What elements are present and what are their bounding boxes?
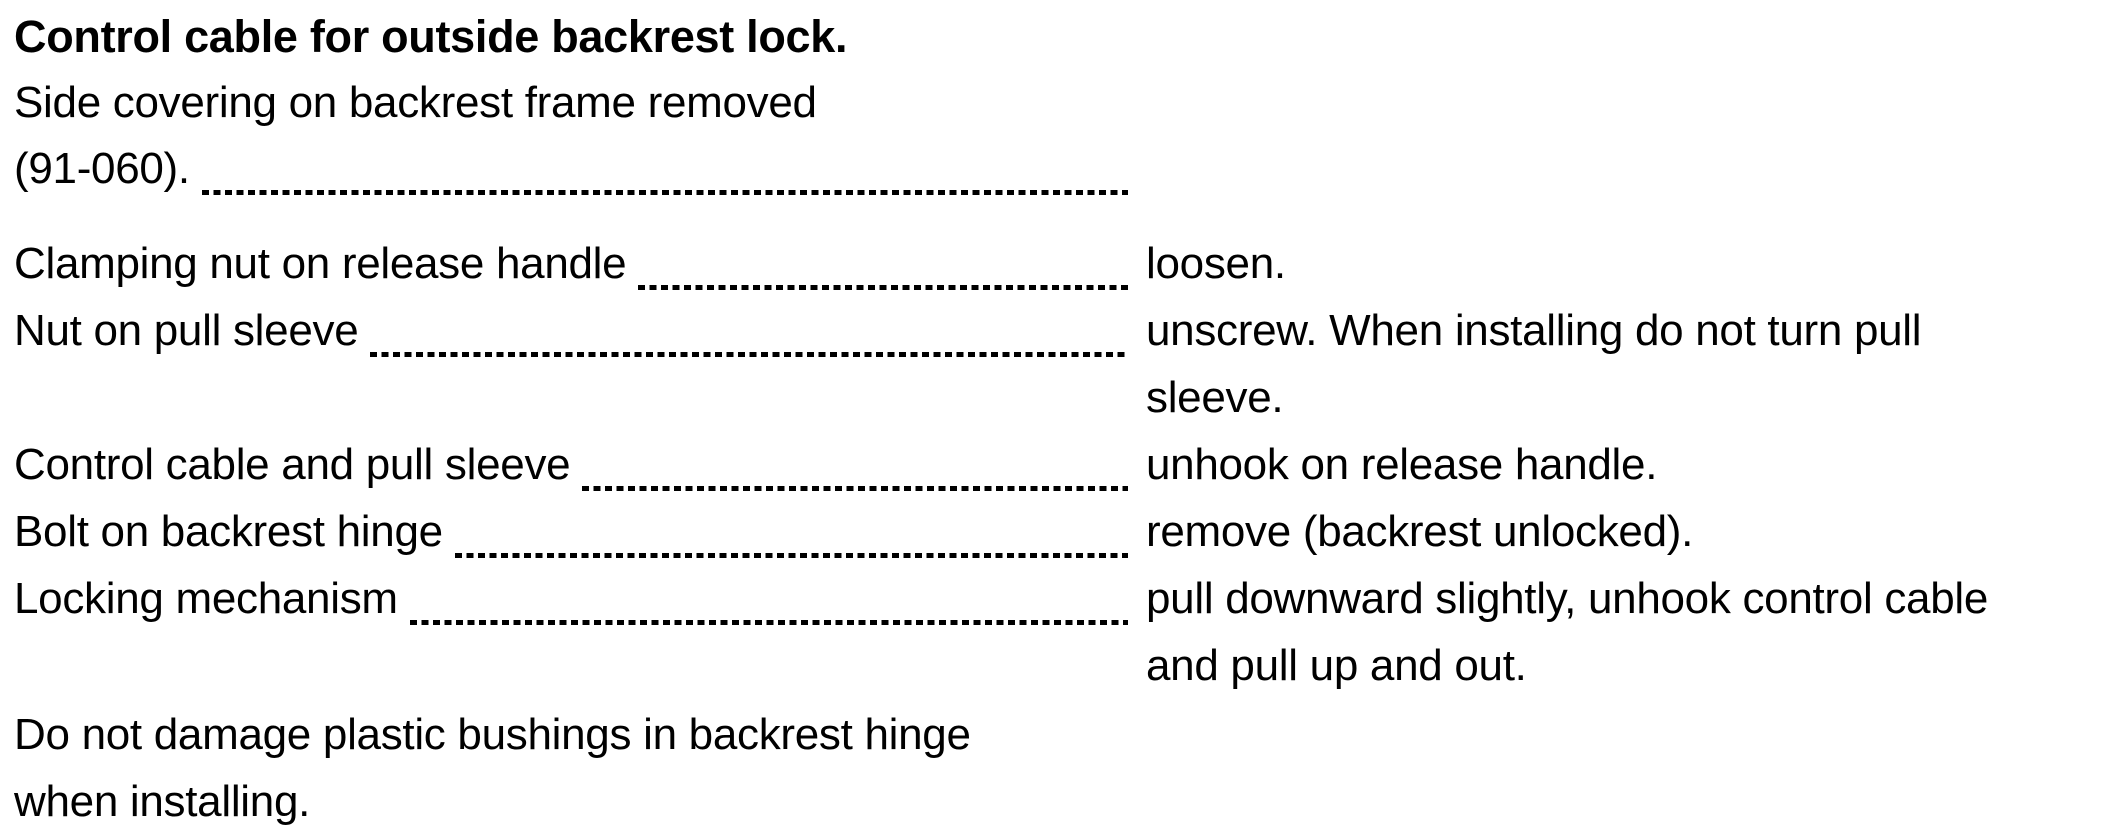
procedure-item-cell: Control cable and pull sleeve (14, 431, 1128, 498)
dot-leader (638, 285, 1128, 290)
procedure-row: Nut on pull sleeve unscrew. When install… (14, 297, 2124, 431)
subtitle-line-1: Side covering on backrest frame removed (14, 78, 817, 127)
procedure-action-text: unscrew. When installing do not turn pul… (1146, 306, 1922, 422)
procedure-item-label: Bolt on backrest hinge (14, 507, 443, 556)
subtitle-line-2: (91-060). (14, 144, 190, 193)
procedure-action-text: remove (backrest unlocked). (1146, 507, 1694, 556)
dot-leader (370, 352, 1128, 357)
page-title: Control cable for outside backrest lock. (14, 11, 848, 62)
procedure-action-text: unhook on release handle. (1146, 440, 1658, 489)
installation-note: Do not damage plastic bushings in backre… (14, 710, 971, 826)
procedure-item-cell: Nut on pull sleeve (14, 297, 1128, 364)
procedure-item-cell: Locking mechanism (14, 565, 1128, 632)
section-header: Control cable for outside backrest lock.… (14, 4, 2124, 202)
dot-leader (454, 553, 1128, 558)
subtitle-line-2-row: (91-060). (14, 136, 1128, 202)
procedure-item-label: Clamping nut on release handle (14, 239, 627, 288)
procedure-row: Control cable and pull sleeve unhook on … (14, 431, 2124, 498)
procedure-item-label: Control cable and pull sleeve (14, 440, 571, 489)
dot-leader (201, 190, 1128, 195)
procedure-action-text: pull downward slightly, unhook control c… (1146, 574, 1989, 690)
procedure-item-label: Locking mechanism (14, 574, 398, 623)
procedure-item-cell: Bolt on backrest hinge (14, 498, 1128, 565)
procedure-row: Clamping nut on release handle loosen. (14, 230, 2124, 297)
procedure-item-label: Nut on pull sleeve (14, 306, 359, 355)
dot-leader (582, 486, 1128, 491)
procedure-row: Bolt on backrest hinge remove (backrest … (14, 498, 2124, 565)
procedure-action-text: loosen. (1146, 239, 1286, 288)
procedure-item-cell: Clamping nut on release handle (14, 230, 1128, 297)
procedure-row: Locking mechanism pull downward slightly… (14, 565, 2124, 699)
dot-leader (409, 620, 1128, 625)
